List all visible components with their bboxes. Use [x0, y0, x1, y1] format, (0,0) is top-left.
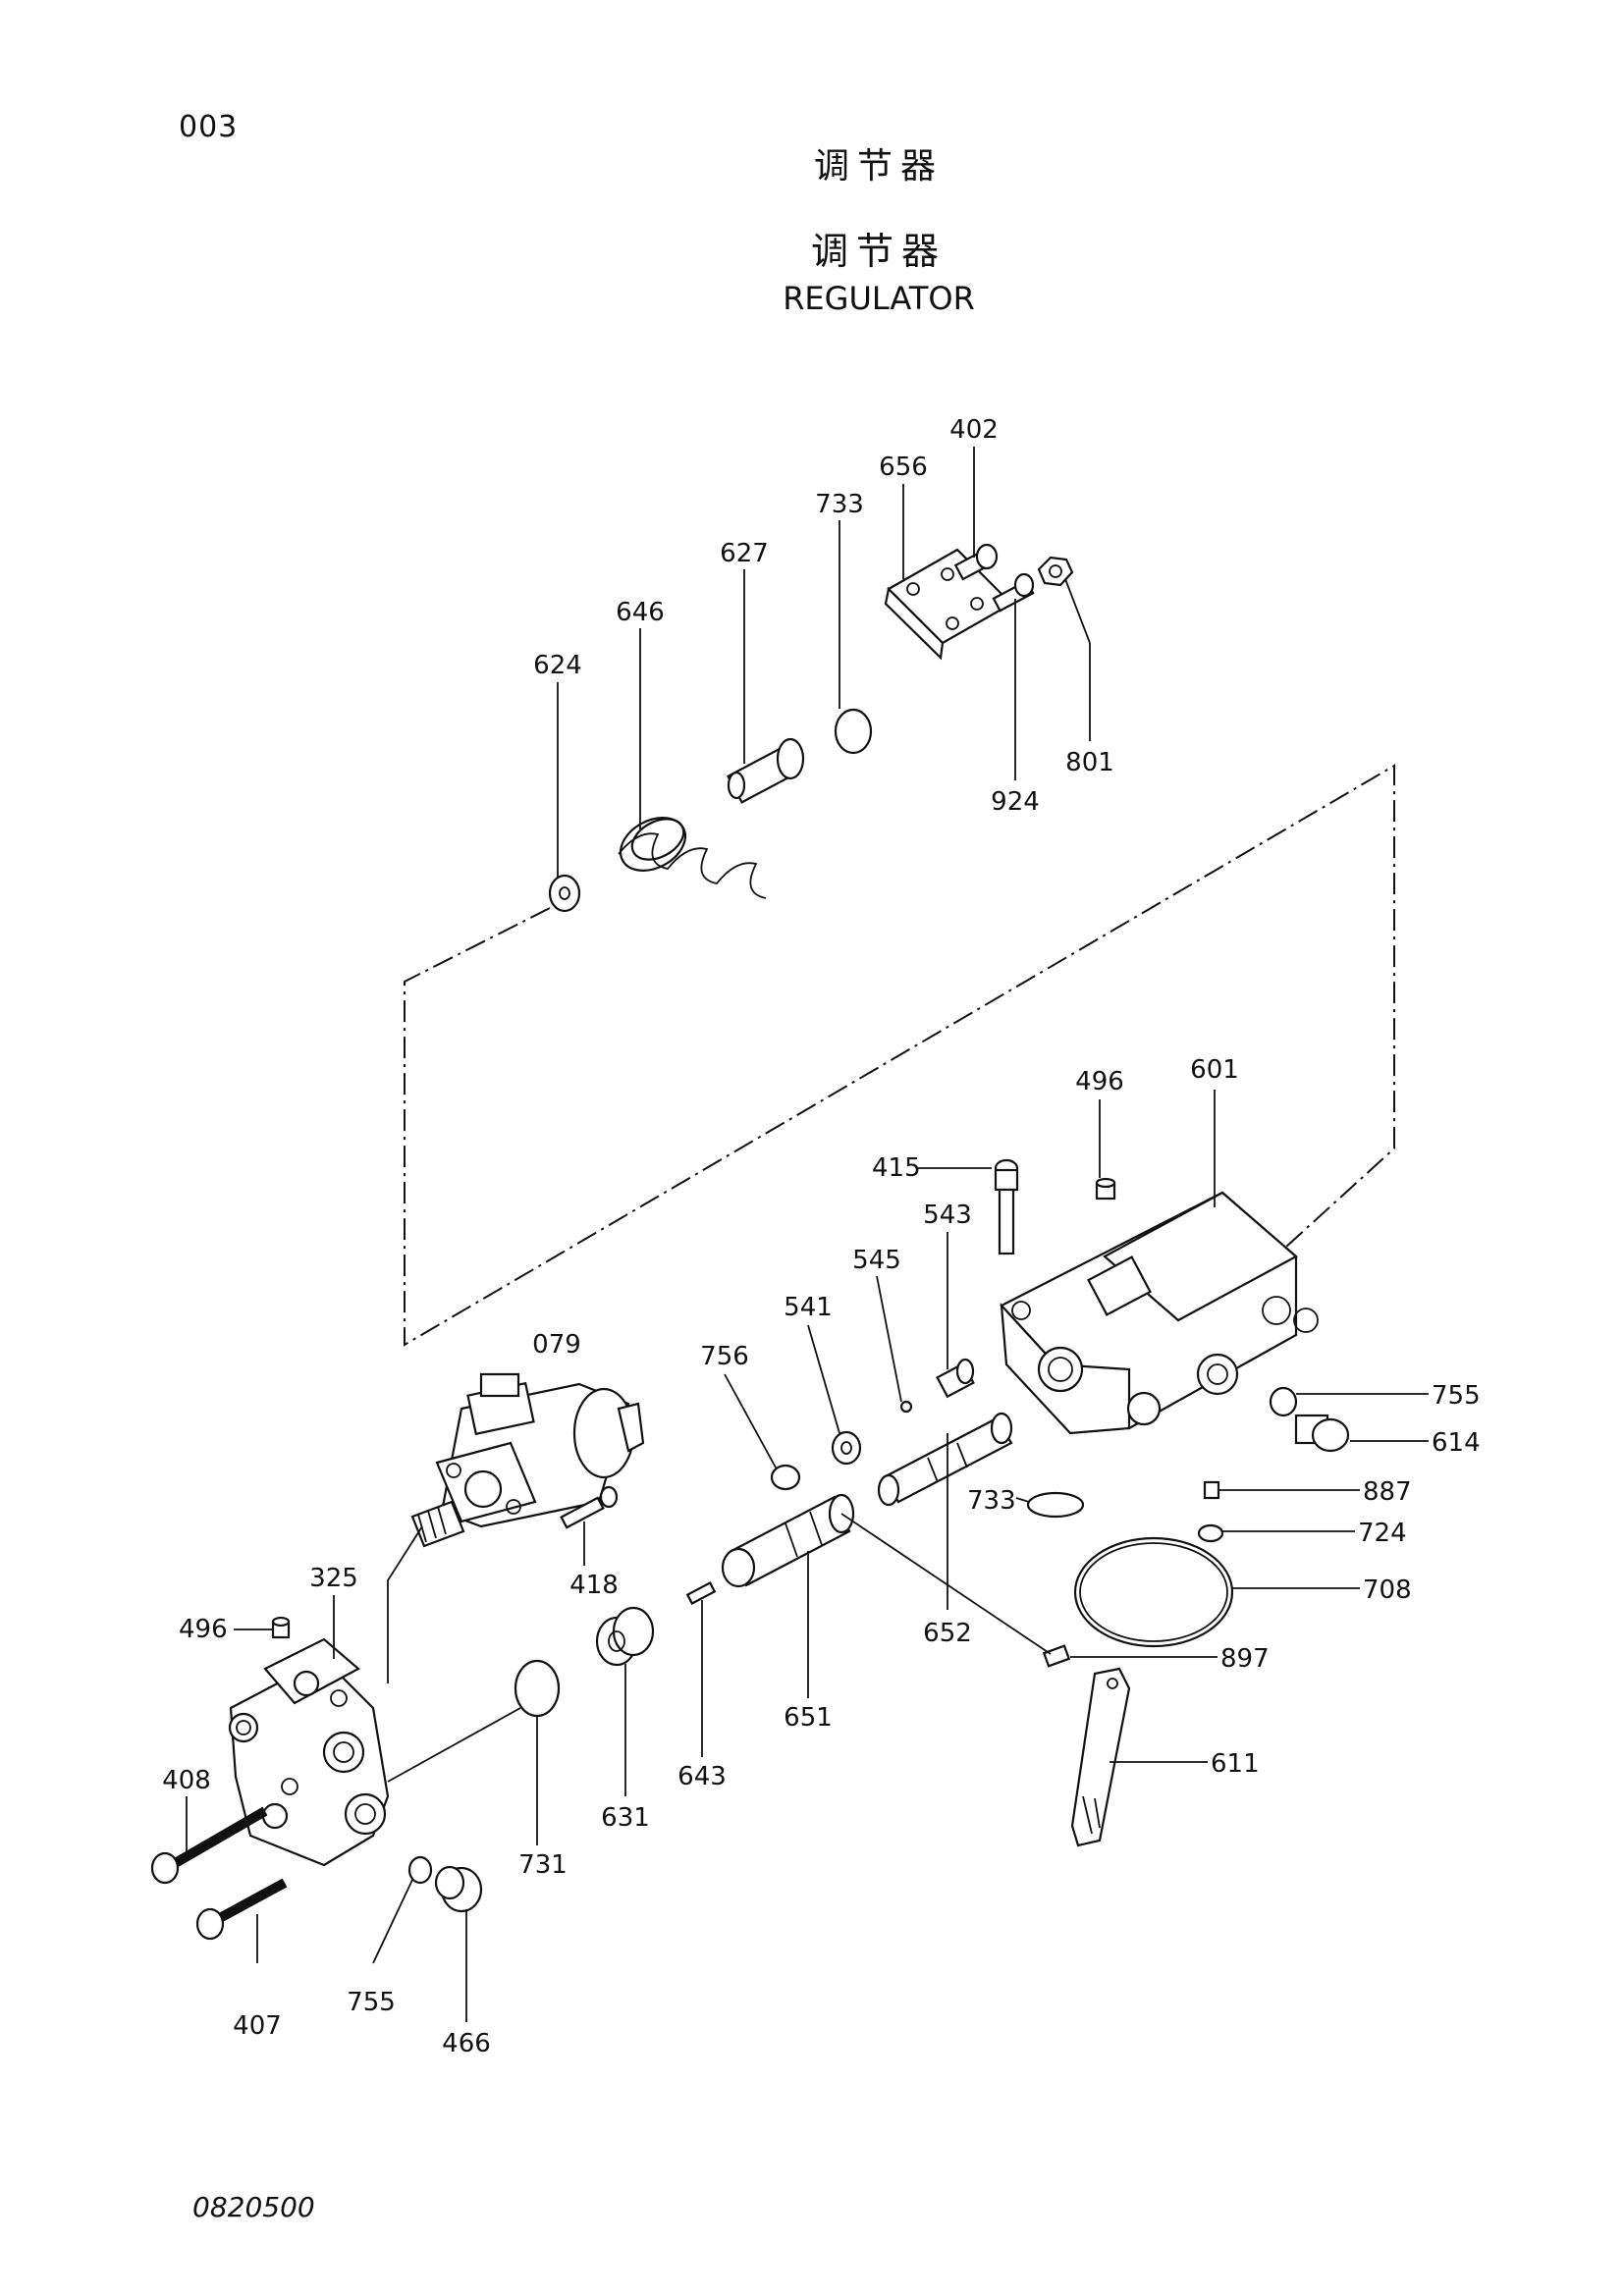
label-651: 651 — [784, 1703, 833, 1733]
part-731-oring — [514, 1659, 561, 1718]
label-656: 656 — [879, 453, 928, 482]
part-407-bolt — [195, 1878, 288, 1941]
part-079-solenoid-valve — [435, 1372, 645, 1528]
label-887: 887 — [1363, 1477, 1412, 1507]
label-408: 408 — [162, 1766, 211, 1795]
part-545-ball — [899, 1400, 913, 1414]
label-079: 079 — [532, 1330, 581, 1360]
label-801: 801 — [1065, 748, 1114, 777]
diagram-title-chinese: 调节器 — [810, 230, 947, 273]
part-755-oring-left — [407, 1855, 433, 1885]
part-624-washer — [548, 874, 581, 913]
part-541-seat — [831, 1430, 862, 1466]
label-325: 325 — [309, 1564, 358, 1593]
part-402-screw — [953, 543, 999, 581]
label-496-top: 496 — [1075, 1067, 1124, 1096]
part-325-valve-body — [228, 1637, 390, 1867]
part-887-pin — [1203, 1480, 1220, 1500]
part-415-bolt — [994, 1158, 1019, 1255]
part-924-screw — [992, 572, 1035, 613]
label-733-lower: 733 — [967, 1486, 1016, 1516]
part-733-oring-top — [834, 708, 873, 755]
label-545: 545 — [852, 1246, 901, 1275]
label-652: 652 — [923, 1619, 972, 1648]
part-466-plug — [434, 1865, 483, 1913]
label-601: 601 — [1190, 1055, 1239, 1085]
part-724-oring — [1197, 1523, 1224, 1543]
part-496-plug-left — [271, 1616, 291, 1639]
part-755-oring-right — [1269, 1386, 1298, 1417]
part-708-oring-large — [1073, 1536, 1234, 1648]
label-466: 466 — [442, 2029, 491, 2058]
label-407: 407 — [233, 2011, 282, 2041]
label-418: 418 — [569, 1571, 619, 1600]
label-627: 627 — [720, 539, 769, 568]
part-number-labels: 402 656 733 627 646 624 924 801 496 601 … — [162, 415, 1480, 2058]
label-643: 643 — [677, 1762, 727, 1791]
part-418-screw — [560, 1485, 619, 1529]
label-614: 614 — [1432, 1428, 1481, 1458]
part-543-plug — [936, 1358, 975, 1399]
part-733-oring-lower — [1026, 1491, 1085, 1519]
footer-code: 0820500 — [192, 2191, 315, 2223]
label-402: 402 — [949, 415, 999, 445]
label-755-right: 755 — [1432, 1381, 1481, 1411]
label-541: 541 — [784, 1293, 833, 1322]
part-627-plunger — [726, 737, 805, 804]
part-651-sleeve — [721, 1493, 855, 1588]
part-614-plug — [1294, 1414, 1350, 1453]
part-079-solenoid-stem — [410, 1500, 465, 1548]
label-631: 631 — [601, 1803, 650, 1833]
label-708: 708 — [1363, 1575, 1412, 1605]
label-755-left: 755 — [347, 1988, 396, 2017]
page-code: 003 — [179, 110, 239, 144]
label-756: 756 — [700, 1342, 749, 1371]
part-611-lever — [1070, 1667, 1131, 1847]
part-601-regulator-body — [1000, 1191, 1319, 1435]
label-733-top: 733 — [815, 490, 864, 519]
label-646: 646 — [616, 598, 665, 627]
part-756-oring — [770, 1464, 801, 1491]
part-643-pin — [685, 1580, 717, 1606]
diagram-title-english: REGULATOR — [783, 280, 975, 317]
page-title-chinese-top: 调节器 — [813, 146, 944, 187]
label-624: 624 — [533, 651, 582, 680]
part-496-plug-top — [1095, 1177, 1116, 1201]
label-415: 415 — [872, 1153, 921, 1183]
label-543: 543 — [923, 1201, 972, 1230]
assembly-outline — [404, 764, 1395, 1347]
part-646-spring — [618, 817, 767, 899]
leader-lines — [186, 447, 1429, 2022]
part-408-bolt — [150, 1806, 268, 1885]
label-611: 611 — [1211, 1749, 1260, 1779]
part-631-sleeve — [595, 1606, 655, 1667]
label-724: 724 — [1358, 1519, 1407, 1548]
label-924: 924 — [991, 787, 1040, 817]
label-897: 897 — [1220, 1644, 1270, 1674]
part-656-cover-plate — [884, 548, 1013, 661]
part-897-pin — [1042, 1644, 1071, 1668]
part-801-nut — [1037, 556, 1074, 587]
label-731: 731 — [518, 1850, 568, 1880]
label-496-left: 496 — [179, 1615, 228, 1644]
